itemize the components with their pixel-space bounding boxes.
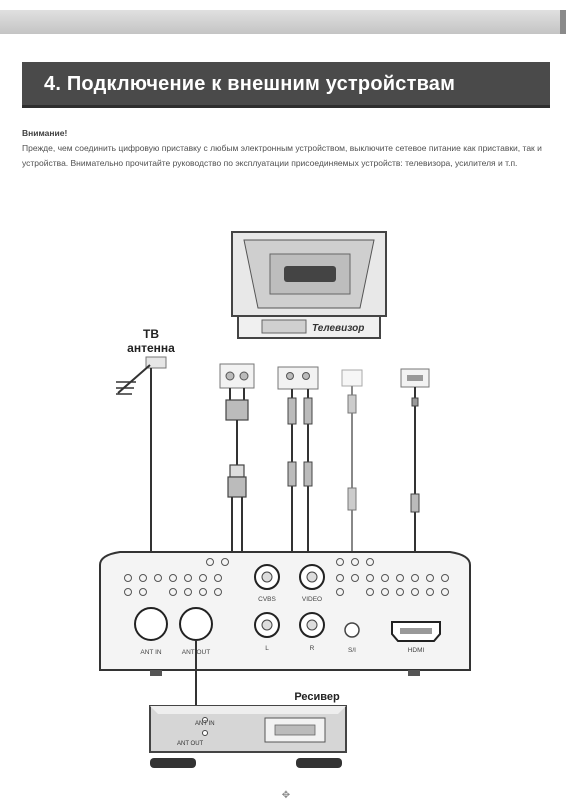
warning-block: Внимание! Прежде, чем соединить цифровую… — [22, 126, 550, 171]
top-decorative-bar — [0, 10, 566, 34]
warning-title: Внимание! — [22, 128, 68, 138]
cvbs-label: CVBS — [258, 596, 276, 603]
section-title: 4. Подключение к внешним устройствам — [44, 73, 456, 95]
ant-out-port — [179, 607, 213, 641]
warning-text: Прежде, чем соединить цифровую приставку… — [22, 143, 542, 168]
page-ornament-icon: ✥ — [282, 790, 290, 800]
rca-cable — [265, 389, 313, 565]
ant-in-label: ANT IN — [140, 649, 161, 656]
video-label: VIDEO — [302, 596, 322, 603]
receiver-ant-in-label: ANT IN — [195, 721, 215, 727]
spdif-port — [344, 622, 360, 638]
spdif-connector-icon — [341, 369, 363, 387]
cable-connector-icons — [219, 363, 430, 390]
audio-l-label: L — [265, 645, 269, 652]
hdmi-label: HDMI — [408, 647, 425, 654]
spdif-label: S/I — [348, 647, 356, 654]
tv-connector-icon — [261, 319, 307, 334]
ant-in-port — [134, 607, 168, 641]
tv-illustration: Телевизор — [231, 231, 387, 339]
antenna-illustration: ТВ антенна — [116, 327, 175, 395]
antenna-plug-icon — [145, 356, 167, 369]
external-receiver: Ресивер ANT IN ANT OUT — [149, 691, 347, 768]
tv-label: Телевизор — [312, 323, 364, 334]
receiver-ant-out-label: ANT OUT — [177, 741, 204, 747]
audio-r-label: R — [310, 645, 315, 652]
set-top-box-back-panel: ANT IN ANT OUT CVBS VIDEO L R S/I HDMI — [99, 551, 471, 676]
rca-connector-icon — [277, 366, 319, 390]
av-connector-icon — [219, 363, 255, 389]
antenna-label-line2: антенна — [127, 341, 175, 355]
section-header: 4. Подключение к внешним устройствам — [22, 62, 550, 108]
receiver-label: Ресивер — [294, 691, 340, 703]
antenna-label-line1: ТВ — [143, 327, 159, 341]
